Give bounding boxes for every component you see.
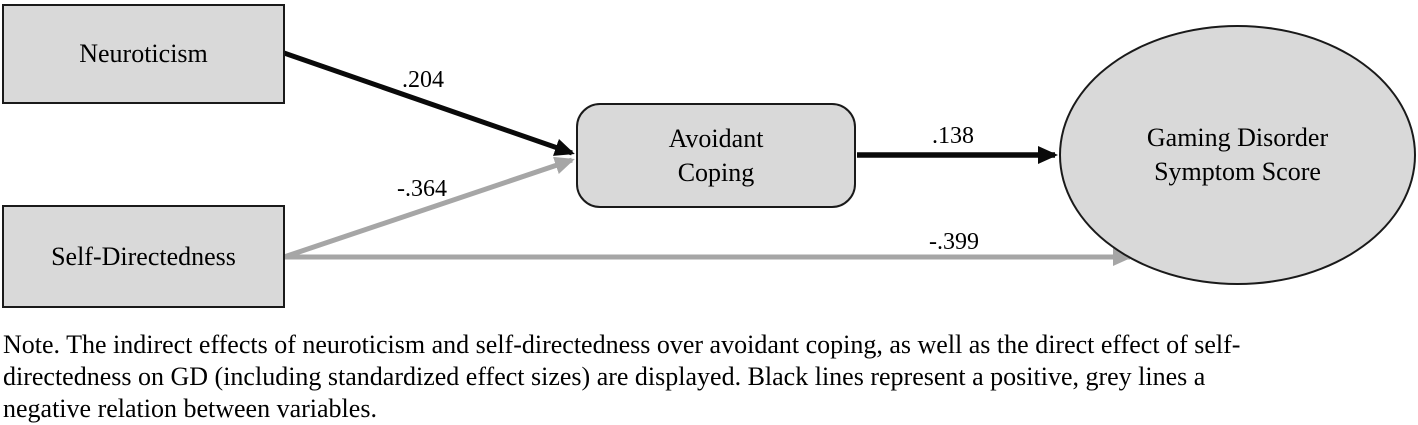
edge-selfdirectedness-to-avoidant — [283, 156, 575, 260]
edge-weight-neuroticism-avoidant: .204 — [402, 67, 444, 93]
edge-weight-avoidant-gd: .138 — [932, 123, 974, 149]
node-neuroticism: Neuroticism — [2, 4, 285, 104]
node-gaming-disorder-symptom-score: Gaming Disorder Symptom Score — [1059, 25, 1416, 285]
edge-neuroticism-to-avoidant — [283, 50, 575, 156]
edge-weight-selfdirectedness-gd: -.399 — [929, 229, 979, 255]
note-line-1: Note. The indirect effects of neuroticis… — [3, 330, 1241, 359]
note-line-3: negative relation between variables. — [3, 394, 377, 423]
note-line-2: directedness on GD (including standardiz… — [3, 362, 1206, 391]
edge-weight-selfdirectedness-avoidant: -.364 — [397, 176, 447, 202]
node-avoidant-coping: Avoidant Coping — [576, 103, 856, 208]
node-self-directedness: Self-Directedness — [2, 205, 285, 308]
figure-note: Note. The indirect effects of neuroticis… — [3, 329, 1415, 425]
edges-layer — [283, 50, 1133, 266]
